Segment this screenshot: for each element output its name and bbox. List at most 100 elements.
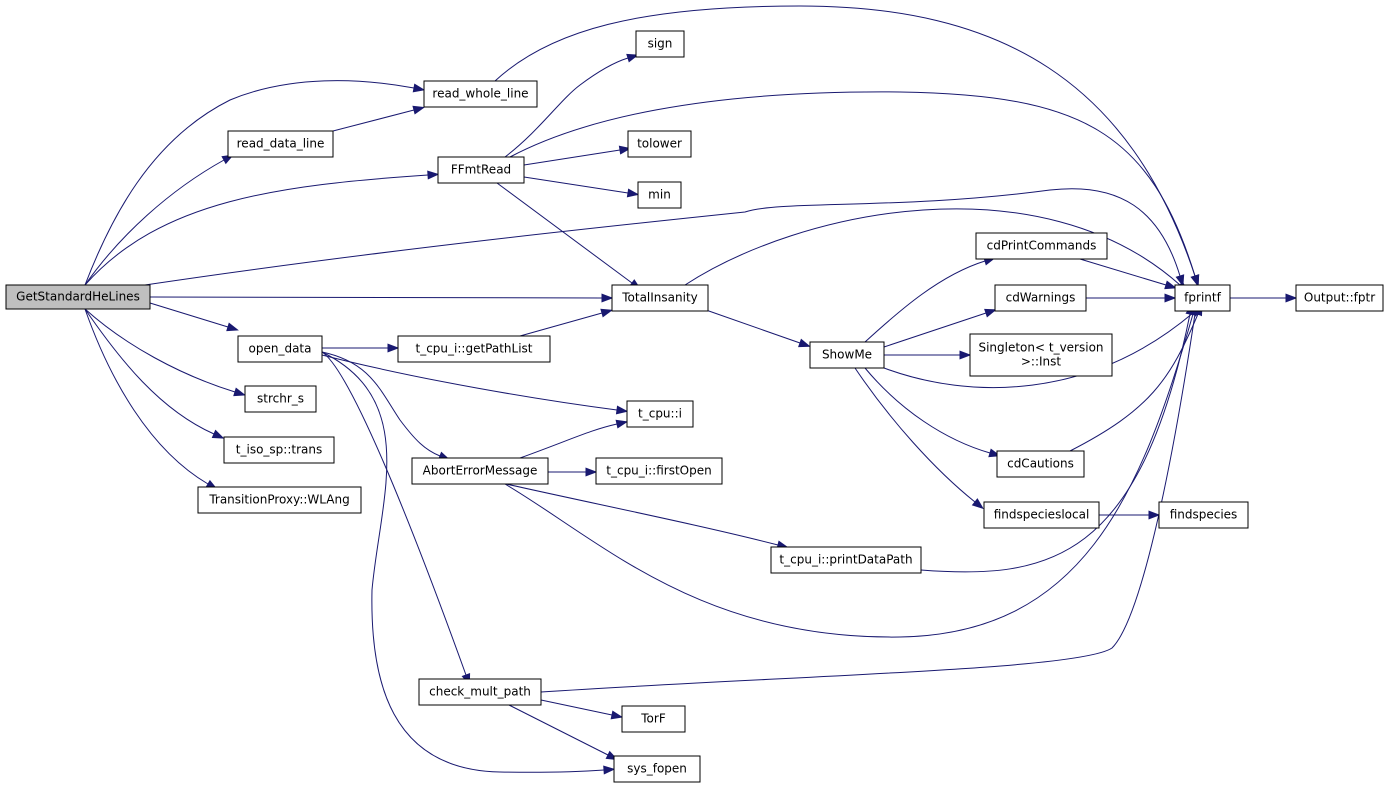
- node-label: t_cpu_i::printDataPath: [779, 553, 912, 567]
- arrowhead-icon: [601, 293, 614, 303]
- node-box: [437, 156, 525, 184]
- arrowhead-icon: [412, 105, 426, 115]
- edge-t_cpu_i_getPathList-to-TotalInsanity: [519, 308, 613, 337]
- node-output-fptr[interactable]: Output::fptr: [1295, 284, 1384, 312]
- node-label: Output::fptr: [1304, 291, 1375, 305]
- edge-AbortErrorMessage-to-t_cpu_i_printDataPath: [505, 483, 790, 550]
- edge-open_data-to-sys_fopen: [321, 351, 616, 775]
- node-ffmtread[interactable]: FFmtRead: [437, 156, 525, 184]
- edge-GetStandardHeLines-to-open_data: [149, 302, 239, 332]
- edge-line: [1069, 313, 1199, 452]
- edge-FFmtRead-to-fprintf: [509, 91, 1200, 287]
- node-read-whole-line[interactable]: read_whole_line: [423, 80, 538, 108]
- node-t-cpu-i-getpathlist[interactable]: t_cpu_i::getPathList: [397, 335, 551, 363]
- node-aborterrormessage[interactable]: AbortErrorMessage: [411, 457, 549, 485]
- node-label: fprintf: [1184, 291, 1221, 305]
- node-box: [1174, 284, 1231, 312]
- arrowhead-icon: [984, 308, 997, 318]
- node-t-cpu-i-firstopen[interactable]: t_cpu_i::firstOpen: [595, 457, 723, 485]
- edge-line: [332, 109, 415, 132]
- edge-line: [149, 296, 603, 299]
- edge-line: [84, 308, 209, 485]
- node-label: cdPrintCommands: [987, 239, 1097, 253]
- edge-GetStandardHeLines-to-read_whole_line: [84, 80, 426, 286]
- node-label: cdWarnings: [1006, 291, 1076, 305]
- arrowhead-icon: [618, 145, 632, 155]
- edge-line: [705, 309, 801, 344]
- node-min[interactable]: min: [637, 181, 682, 209]
- node-getstandardhelines[interactable]: GetStandardHeLines: [5, 284, 151, 310]
- edge-cdWarnings-to-fprintf: [1086, 293, 1177, 303]
- node-box: [969, 333, 1113, 377]
- arrowhead-icon: [626, 53, 639, 63]
- node-cdprintcommands[interactable]: cdPrintCommands: [975, 232, 1108, 260]
- edge-open_data-to-check_mult_path: [321, 351, 471, 686]
- node-read-data-line[interactable]: read_data_line: [227, 130, 334, 158]
- node-label: min: [648, 188, 671, 202]
- edge-line: [523, 176, 629, 194]
- arrowhead-icon: [1190, 274, 1200, 287]
- node-findspecieslocal[interactable]: findspecieslocal: [983, 501, 1100, 529]
- node-label: t_cpu_i::firstOpen: [606, 464, 711, 478]
- edge-line: [496, 182, 633, 284]
- node-t-cpu-i-printdatapath[interactable]: t_cpu_i::printDataPath: [770, 546, 922, 574]
- node-transitionproxy-wlang[interactable]: TransitionProxy::WLAng: [197, 486, 362, 514]
- node-label: TransitionProxy::WLAng: [208, 493, 349, 507]
- edge-line: [494, 5, 1196, 277]
- node-totalinsanity[interactable]: TotalInsanity: [611, 284, 709, 312]
- node-sign[interactable]: sign: [635, 30, 685, 58]
- node-sys-fopen[interactable]: sys_fopen: [613, 755, 701, 783]
- edge-check_mult_path-to-sys_fopen: [508, 704, 619, 761]
- node-box: [595, 457, 723, 485]
- node-fprintf[interactable]: fprintf: [1174, 284, 1231, 312]
- edge-line: [1079, 258, 1167, 286]
- edge-GetStandardHeLines-to-t_iso_sp_trans: [84, 308, 225, 439]
- edge-FFmtRead-to-min: [523, 176, 640, 198]
- node-t-cpu-i[interactable]: t_cpu::i: [626, 400, 694, 428]
- arrowhead-icon: [211, 429, 225, 439]
- edge-read_data_line-to-read_whole_line: [332, 105, 426, 132]
- nodes-layer: GetStandardHeLines read_whole_line read_da…: [5, 30, 1384, 783]
- edge-AbortErrorMessage-to-t_cpu_i_firstOpen: [548, 467, 598, 477]
- edge-line: [84, 308, 215, 435]
- edge-line: [84, 159, 225, 286]
- edge-TotalInsanity-to-fprintf: [684, 208, 1189, 293]
- arrowhead-icon: [412, 83, 426, 93]
- edge-TotalInsanity-to-ShowMe: [705, 309, 811, 348]
- node-label: cdCautions: [1007, 457, 1074, 471]
- node-box: [223, 436, 335, 464]
- edge-open_data-to-t_cpu_i_getPathList: [322, 343, 400, 353]
- node-cdcautions[interactable]: cdCautions: [996, 450, 1085, 478]
- arrowhead-icon: [798, 338, 811, 348]
- node-singleton-inst[interactable]: Singleton< t_version>::Inst: [969, 333, 1113, 377]
- node-strchr-s[interactable]: strchr_s: [244, 385, 317, 413]
- edge-line: [684, 208, 1181, 286]
- node-open-data[interactable]: open_data: [237, 335, 323, 363]
- node-box: [994, 284, 1087, 312]
- node-box: [418, 678, 542, 706]
- node-findspecies[interactable]: findspecies: [1158, 501, 1249, 529]
- edge-FFmtRead-to-sign: [504, 53, 639, 158]
- node-box: [809, 341, 885, 369]
- edge-open_data-to-t_cpu_i: [321, 354, 629, 415]
- node-label: FFmtRead: [451, 163, 511, 177]
- edge-line: [509, 91, 1196, 277]
- node-label: tolower: [637, 137, 682, 151]
- edge-line: [84, 174, 429, 286]
- arrowhead-icon: [603, 765, 616, 775]
- node-check-mult-path[interactable]: check_mult_path: [418, 678, 542, 706]
- node-tolower[interactable]: tolower: [627, 130, 692, 158]
- edge-line: [505, 483, 779, 546]
- edge-line: [508, 704, 609, 756]
- arrowhead-icon: [585, 467, 598, 477]
- node-label: ShowMe: [822, 348, 872, 362]
- arrowhead-icon: [971, 498, 984, 510]
- edge-GetStandardHeLines-to-strchr_s: [84, 308, 246, 397]
- node-torf[interactable]: TorF: [621, 705, 686, 733]
- node-t-iso-sp-trans[interactable]: t_iso_sp::trans: [223, 436, 335, 464]
- arrowhead-icon: [1164, 280, 1177, 290]
- node-cdwarnings[interactable]: cdWarnings: [994, 284, 1087, 312]
- node-showme[interactable]: ShowMe: [809, 341, 885, 369]
- edge-line: [519, 312, 603, 337]
- arrowhead-icon: [427, 170, 440, 180]
